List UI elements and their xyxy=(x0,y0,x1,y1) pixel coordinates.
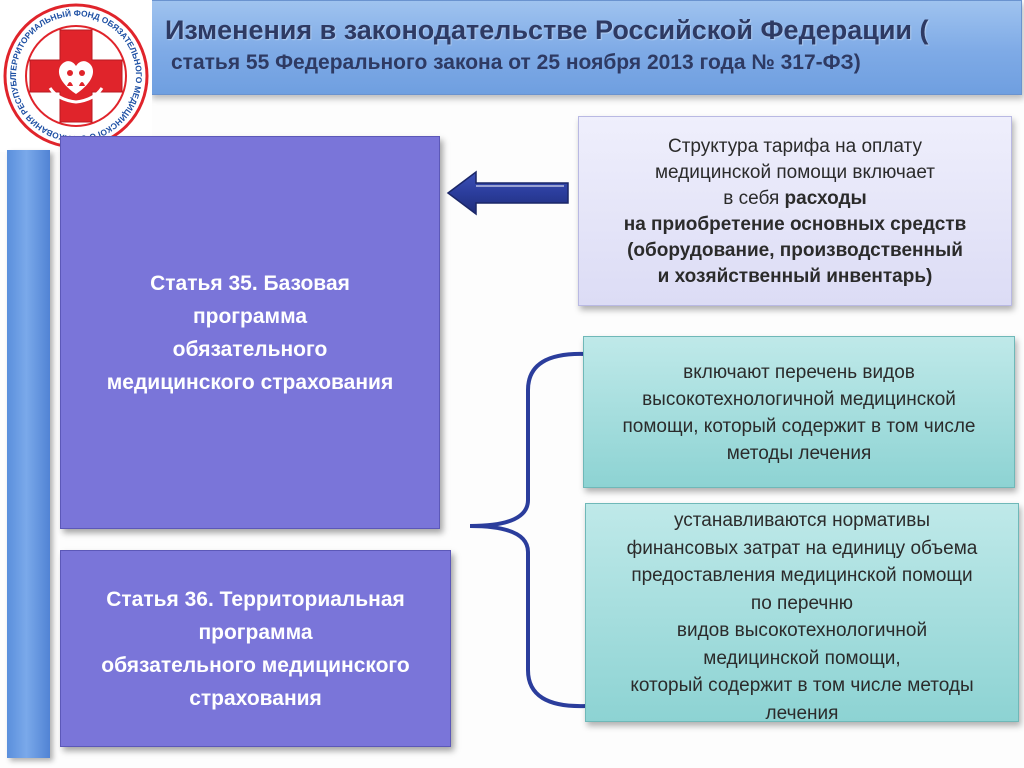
tariff-line-1: Структура тарифа на оплату xyxy=(668,136,922,157)
title-line-2: статья 55 Федерального закона от 25 нояб… xyxy=(171,51,861,74)
curly-brace-icon xyxy=(469,351,588,709)
tariff-line-2: медицинской помощи включает xyxy=(654,162,936,183)
tariff-structure-box: Структура тарифа на оплату медицинской п… xyxy=(578,116,1012,306)
tariff-line-6: и хозяйственный инвентарь) xyxy=(657,266,933,287)
tariff-line-3-bold: расходы xyxy=(784,188,867,209)
tariff-line-3-prefix: в себя xyxy=(723,188,785,209)
cost-norms-box: устанавливаются нормативы финансовых зат… xyxy=(585,503,1019,724)
article-35-box: Статья 35. Базовая программа обязательно… xyxy=(60,136,440,529)
foundation-logo: ТЕРРИТОРИАЛЬНЫЙ ФОНД ОБЯЗАТЕЛЬНОГО МЕДИЦ… xyxy=(0,0,152,152)
title-banner: Изменения в законодательстве Российской … xyxy=(150,0,1022,95)
left-decorative-bar xyxy=(7,150,50,758)
article-36-box: Статья 36. Территориальная программа обя… xyxy=(60,550,451,747)
tariff-line-5: (оборудование, производственный xyxy=(627,240,963,261)
tariff-line-4: на приобретение основных средств xyxy=(623,214,967,235)
left-arrow-icon xyxy=(446,170,569,216)
tariff-line-3: в себя расходы xyxy=(579,186,1011,212)
medical-cross-logo-icon: ТЕРРИТОРИАЛЬНЫЙ ФОНД ОБЯЗАТЕЛЬНОГО МЕДИЦ… xyxy=(0,0,149,149)
title-line-1: Изменения в законодательстве Российской … xyxy=(165,15,929,45)
hitech-list-box: включают перечень видов высокотехнологич… xyxy=(583,336,1015,488)
article-36-text: Статья 36. Территориальная программа обя… xyxy=(101,587,410,710)
article-35-text: Статья 35. Базовая программа обязательно… xyxy=(106,271,394,394)
